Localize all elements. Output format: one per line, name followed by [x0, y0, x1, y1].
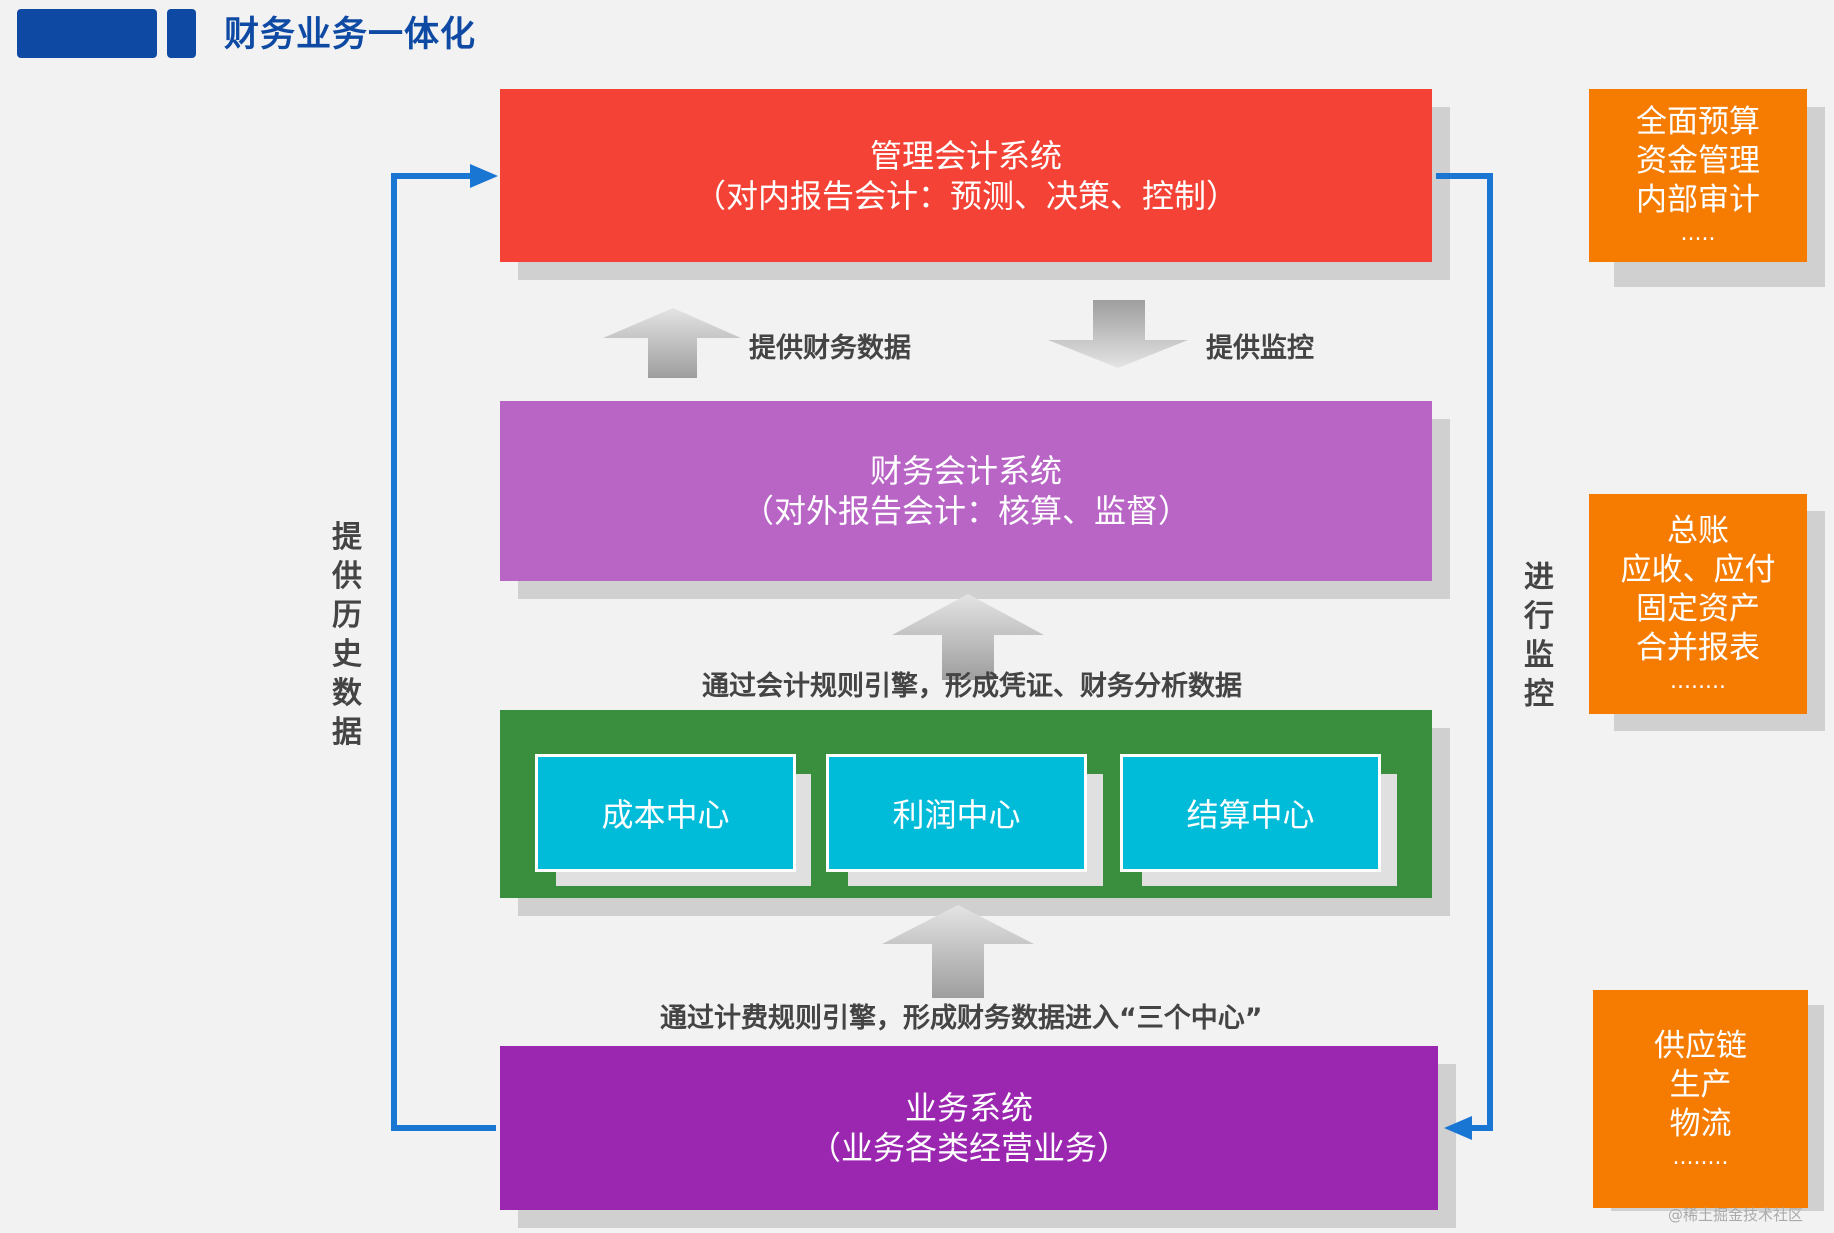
- monitoring-arrowhead: [1444, 1116, 1472, 1140]
- label-monitor: 进行监控: [1524, 560, 1554, 712]
- up-arrow-accounting-engine: [892, 594, 1044, 680]
- watermark: @稀土掘金技术社区: [1668, 1206, 1804, 1224]
- header-decor-block: [167, 9, 196, 58]
- profit-center-box: 利润中心: [826, 754, 1087, 872]
- monitoring-connector: [1436, 173, 1493, 1131]
- up-arrow-financial-data: [603, 308, 741, 378]
- business-system-box: 业务系统 （业务各类经营业务）: [500, 1046, 1438, 1210]
- down-arrow-monitoring: [1048, 300, 1188, 368]
- side-top-line-2: 资金管理: [1636, 143, 1760, 179]
- financial-box-subtitle: （对外报告会计：核算、监督）: [741, 492, 1190, 530]
- side-bottom-more: ........: [1672, 1144, 1729, 1170]
- history-data-arrowhead: [470, 164, 498, 188]
- settlement-center-box: 结算中心: [1120, 754, 1381, 872]
- side-middle-line-4: 合并报表: [1636, 630, 1760, 666]
- history-data-connector: [391, 173, 496, 1131]
- label-accounting-rule-engine: 通过会计规则引擎，形成凭证、财务分析数据: [702, 671, 1242, 702]
- header-decor-bar: [17, 9, 157, 58]
- business-box-subtitle: （业务各类经营业务）: [808, 1129, 1129, 1167]
- side-top-line-3: 内部审计: [1636, 182, 1760, 218]
- label-billing-rule-engine: 通过计费规则引擎，形成财务数据进入“三个中心”: [660, 1003, 1263, 1034]
- financial-box-title: 财务会计系统: [869, 452, 1062, 490]
- management-accounting-box: 管理会计系统 （对内报告会计：预测、决策、控制）: [500, 89, 1432, 262]
- side-box-financial-topics: 总账 应收、应付 固定资产 合并报表 ........: [1589, 494, 1807, 714]
- management-box-title: 管理会计系统: [869, 136, 1062, 175]
- side-box-business-topics: 供应链 生产 物流 ........: [1593, 990, 1808, 1208]
- side-middle-line-3: 固定资产: [1636, 591, 1760, 627]
- page-title: 财务业务一体化: [224, 15, 477, 55]
- side-bottom-line-2: 生产: [1669, 1066, 1732, 1103]
- side-middle-line-1: 总账: [1667, 513, 1729, 549]
- side-top-more: .....: [1680, 221, 1716, 246]
- cost-center-box: 成本中心: [535, 754, 796, 872]
- label-provide-monitoring: 提供监控: [1206, 333, 1314, 364]
- side-bottom-line-1: 供应链: [1654, 1027, 1747, 1064]
- label-provide-history-data: 提供历史数据: [332, 520, 362, 750]
- financial-accounting-box: 财务会计系统 （对外报告会计：核算、监督）: [500, 401, 1432, 581]
- up-arrow-billing-engine: [882, 905, 1034, 998]
- management-box-subtitle: （对内报告会计：预测、决策、控制）: [693, 176, 1238, 215]
- side-top-line-1: 全面预算: [1636, 104, 1760, 140]
- label-provide-financial-data: 提供财务数据: [749, 333, 911, 364]
- side-middle-line-2: 应收、应付: [1620, 552, 1776, 588]
- side-bottom-line-3: 物流: [1669, 1105, 1732, 1142]
- business-box-title: 业务系统: [904, 1089, 1033, 1127]
- side-middle-more: ........: [1670, 669, 1726, 694]
- side-box-management-topics: 全面预算 资金管理 内部审计 .....: [1589, 89, 1807, 262]
